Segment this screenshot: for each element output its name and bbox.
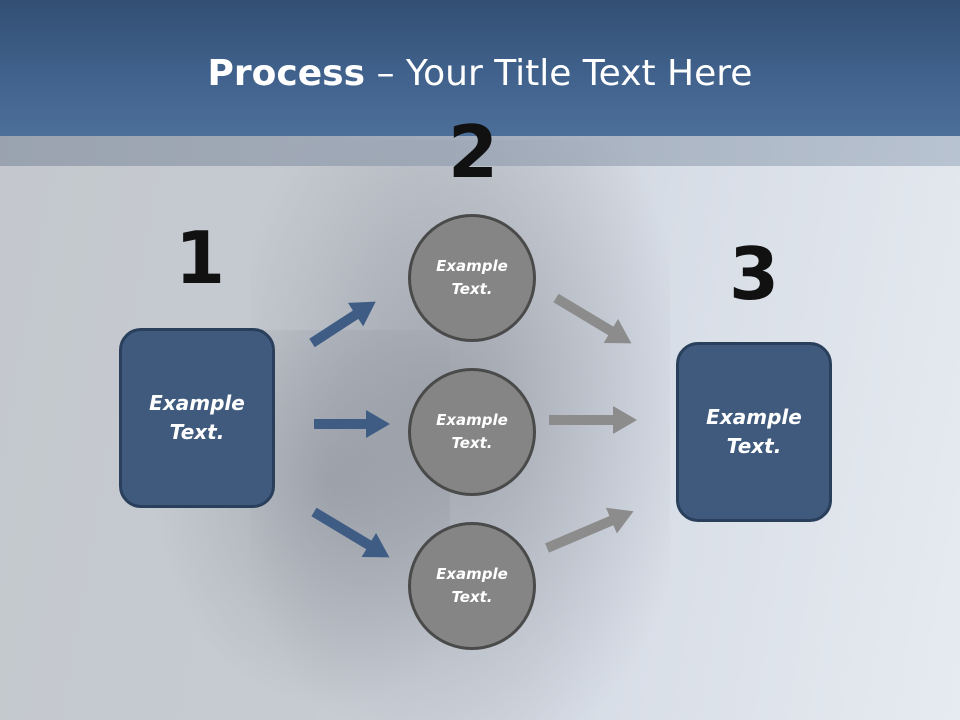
step-number-1: 1 <box>174 216 226 300</box>
process-box-left: Example Text. <box>119 328 275 508</box>
process-box-right: Example Text. <box>676 342 832 522</box>
circle-middle-label: Example Text. <box>436 411 508 452</box>
circle-top: Example Text. <box>408 214 536 342</box>
arrow-to-bottom-circle <box>311 507 390 558</box>
slide-title-bold: Process <box>207 53 366 94</box>
circle-top-label: Example Text. <box>436 257 508 298</box>
process-box-right-label: Example Text. <box>706 405 802 458</box>
step-number-2: 2 <box>447 110 499 194</box>
arrow-to-top-circle <box>309 301 376 348</box>
arrow-to-middle-circle <box>314 410 390 438</box>
step-number-3: 3 <box>728 232 780 316</box>
gray-arrows <box>545 293 637 553</box>
arrow-from-top-circle <box>553 293 632 344</box>
arrow-from-middle-circle <box>549 406 637 434</box>
arrow-from-bottom-circle <box>545 507 634 553</box>
title-bar-band <box>0 136 960 166</box>
slide-title-rest: – Your Title Text Here <box>365 53 753 94</box>
circle-bottom-label: Example Text. <box>436 565 508 606</box>
circle-middle: Example Text. <box>408 368 536 496</box>
slide-title: Process – Your Title Text Here <box>0 52 960 96</box>
blue-arrows <box>309 301 390 558</box>
circle-bottom: Example Text. <box>408 522 536 650</box>
title-bar <box>0 0 960 136</box>
process-box-left-label: Example Text. <box>149 391 245 444</box>
